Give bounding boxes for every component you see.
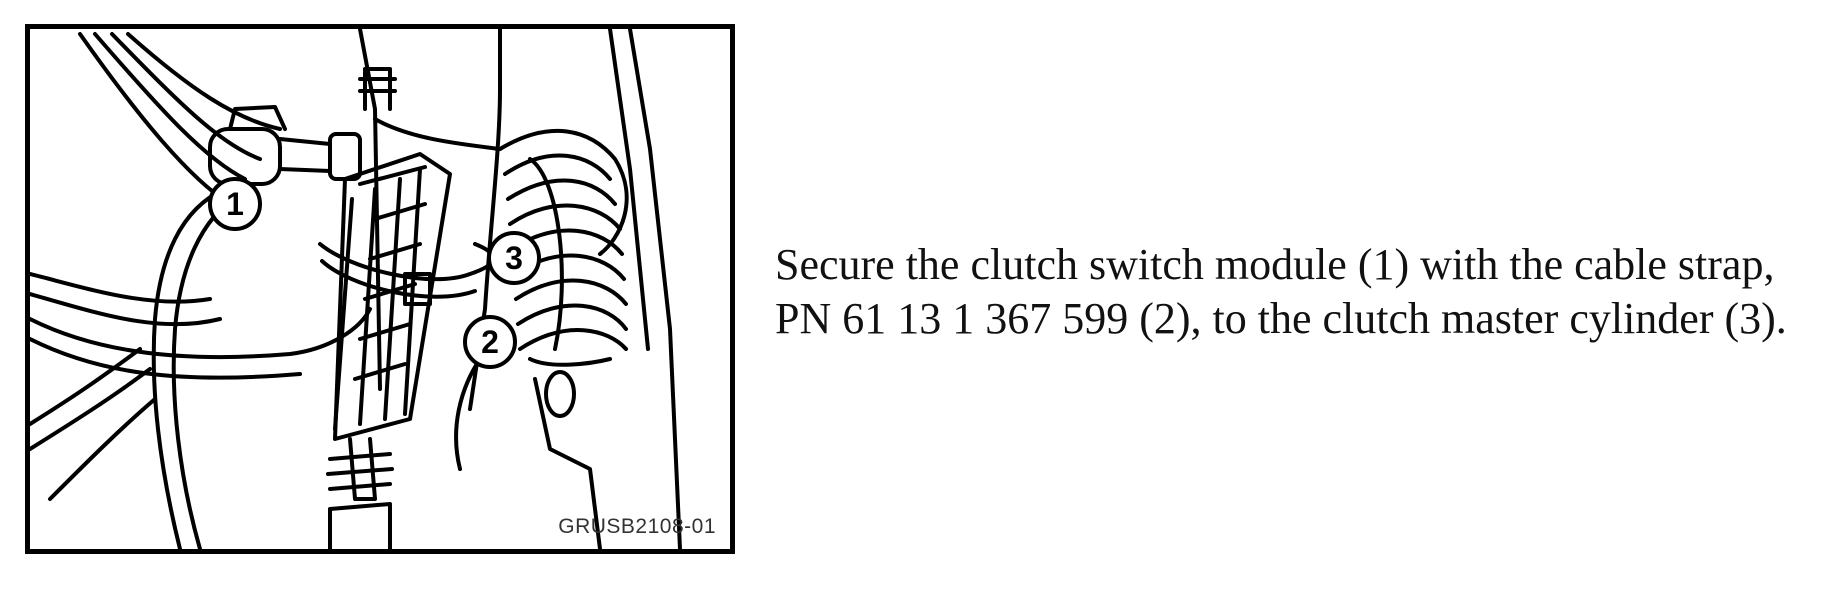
illustration-frame: 1 3 2 GRUSB2108-01: [25, 24, 735, 554]
callout-2: 2: [463, 315, 517, 369]
figure-id-label: GRUSB2108-01: [558, 515, 716, 538]
callout-1: 1: [208, 177, 262, 231]
callout-3: 3: [487, 231, 541, 285]
clutch-switch-illustration: [30, 29, 682, 549]
instruction-text: Secure the clutch switch module (1) with…: [775, 240, 1787, 343]
